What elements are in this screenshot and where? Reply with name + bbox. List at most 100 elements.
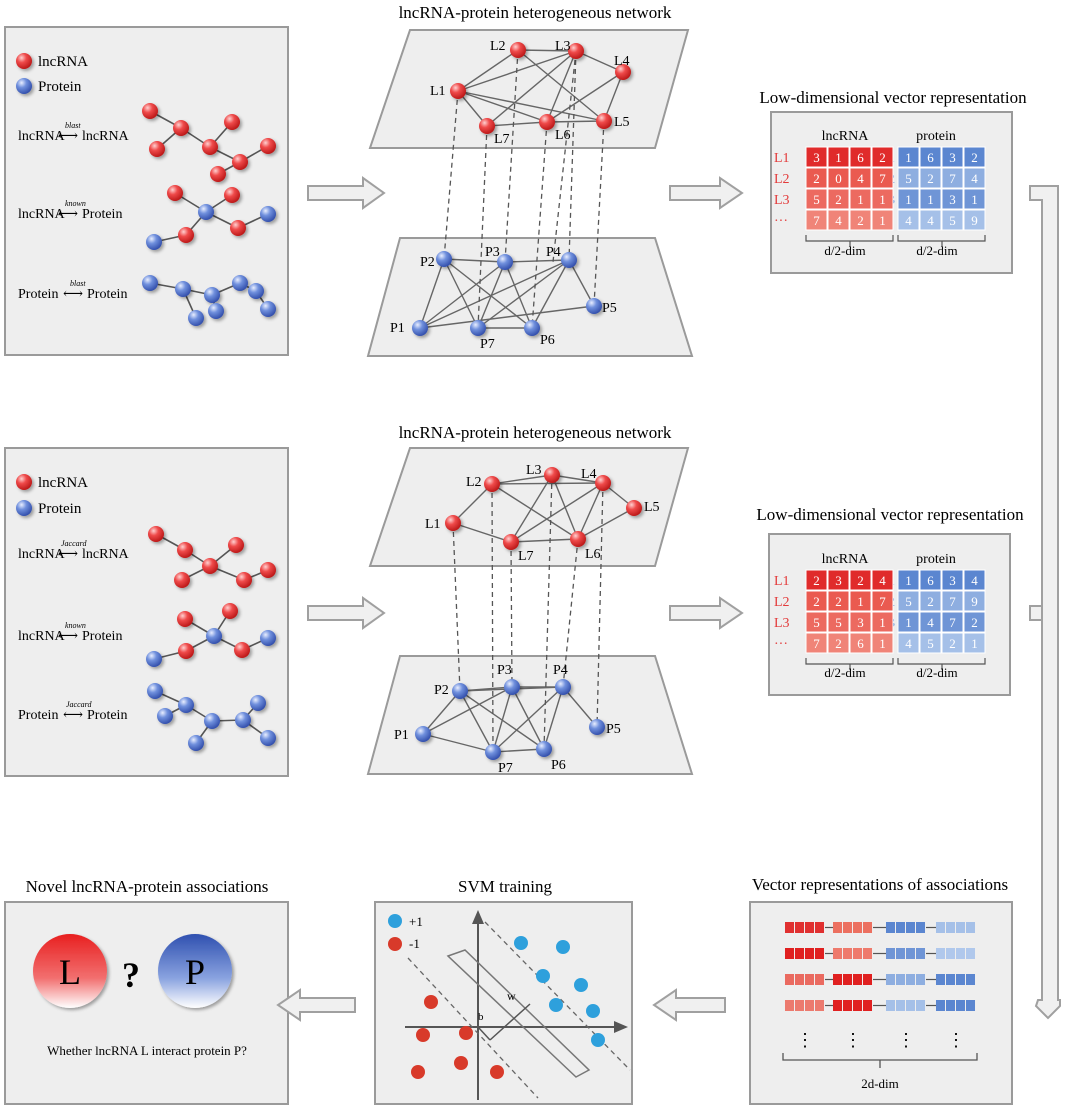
matrix-cell-value-protein: 1 [927, 192, 934, 207]
assoc-vector-cell [946, 922, 955, 933]
lncrna-plane-1 [368, 29, 690, 149]
matrix-cell-lncrna [827, 590, 850, 612]
dim-label-1b: d/2-dim [916, 243, 957, 258]
matrix-cell-value-lncrna: 7 [879, 171, 886, 186]
node-label-p2-2: P2 [434, 683, 449, 698]
dim-label-2a: d/2-dim [824, 665, 865, 680]
matrix-cell-protein [919, 209, 942, 231]
assoc-vector-cell [805, 974, 814, 985]
relation-1-sup: blast [65, 121, 81, 130]
matrix-cell-protein [941, 569, 964, 591]
matrix-cell-value-protein: 3 [949, 150, 956, 165]
big-protein-label: P [185, 952, 205, 992]
assoc-vector-cell [946, 974, 955, 985]
assoc-vector-cell [843, 948, 852, 959]
assoc-vector-cell [795, 948, 804, 959]
legend-lncrna-node [16, 53, 32, 69]
relation-6-sup: Jaccard [66, 700, 92, 709]
vector-title-2: Low-dimensional vector representation [756, 505, 1024, 524]
assoc-vector-cell [795, 922, 804, 933]
matrix-cell-protein [897, 167, 920, 189]
matrix-cell-value-protein: 7 [949, 615, 956, 630]
assoc-vector-cell [956, 922, 965, 933]
legend-protein-label: Protein [38, 79, 82, 95]
matrix-cell-protein [897, 188, 920, 210]
matrix-cell-value-protein: 3 [949, 192, 956, 207]
relation-6-arrow: ⟷ [63, 708, 83, 723]
matrix-group-2: L1P121362344L2P225221779L3P351543712····… [774, 569, 986, 670]
node-label-p2: P2 [420, 255, 435, 270]
assoc-vector-cell [805, 1000, 814, 1011]
svm-margins [407, 921, 631, 1099]
matrix-cell-protein [941, 590, 964, 612]
matrix-cell-value-protein: 5 [905, 594, 912, 609]
matrix-cell-lncrna [871, 569, 894, 591]
node-label-p7: P7 [480, 337, 495, 352]
matrix-cell-lncrna [827, 188, 850, 210]
matrix-cell-value-protein: 4 [905, 636, 912, 651]
matrix-cell-lncrna [849, 590, 872, 612]
matrix-cell-lncrna [849, 569, 872, 591]
lncrna-nodes-2 [445, 467, 642, 550]
assoc-vector-cell [906, 1000, 915, 1011]
assoc-vector-cell [936, 948, 945, 959]
matrix-cell-protein [941, 209, 964, 231]
assoc-vector-cell [966, 974, 975, 985]
assoc-vector-cell [833, 1000, 842, 1011]
protein-plane-1 [366, 237, 694, 357]
relation-3-left: Protein [18, 287, 58, 302]
assoc-brace [782, 1053, 978, 1068]
assoc-dots-2: ⋮ [844, 1030, 862, 1050]
assoc-vector-cell [785, 922, 794, 933]
network-edges-l-2 [452, 474, 635, 543]
svm-legend-minus-label: -1 [409, 936, 420, 951]
assoc-vector-cell [946, 948, 955, 959]
assoc-vector-cell [916, 1000, 925, 1011]
assoc-vector-cell [916, 922, 925, 933]
assoc-vector-cell [863, 922, 872, 933]
matrix-row-label-lncrna: L3 [774, 193, 790, 208]
node-label-l6-2: L6 [585, 547, 601, 562]
assoc-vector-cell [863, 974, 872, 985]
matrix-row-label-lncrna: L2 [774, 172, 790, 187]
matrix-cell-value-protein: 6 [927, 150, 934, 165]
matrix-cell-value-protein: 2 [971, 615, 978, 630]
matrix-brace-protein [897, 658, 986, 670]
matrix-cell-value-lncrna: 2 [835, 636, 842, 651]
relation-1-right: lncRNA [82, 129, 130, 144]
node-label-l1: L1 [430, 84, 446, 99]
matrix-cell-value-protein: 4 [927, 213, 934, 228]
merge-connector-arrow [1029, 185, 1061, 1020]
network-lncrna-protein-1-nodes [146, 185, 276, 250]
legend-lncrna-label: lncRNA [38, 54, 88, 70]
matrix-cell-lncrna [871, 188, 894, 210]
matrix-cell-lncrna [805, 146, 828, 168]
relation-1-left: lncRNA [18, 129, 66, 144]
matrix-cell-lncrna [849, 188, 872, 210]
novel-panel [4, 901, 289, 1105]
node-label-l2-2: L2 [466, 475, 482, 490]
assoc-vector-cell [853, 1000, 862, 1011]
assoc-vector-cell [936, 974, 945, 985]
assoc-vector-cell [815, 974, 824, 985]
matrix-cell-value-lncrna: 5 [813, 615, 820, 630]
matrix-cell-value-lncrna: 7 [813, 213, 820, 228]
assoc-vector-cell [936, 922, 945, 933]
assoc-vector-cell [956, 1000, 965, 1011]
assoc-vector-cell [863, 948, 872, 959]
network-title-1: lncRNA-protein heterogeneous network [399, 3, 672, 22]
matrix-cell-lncrna [871, 209, 894, 231]
matrix-cell-lncrna [871, 146, 894, 168]
matrix-protein-title-2: protein [916, 552, 956, 567]
matrix-cell-value-lncrna: 2 [879, 150, 886, 165]
assoc-vector-cell [815, 922, 824, 933]
assoc-vector-cell [795, 974, 804, 985]
matrix-lncrna-title-2: lncRNA [822, 552, 870, 567]
matrix-cell-protein [919, 167, 942, 189]
node-label-l7-2: L7 [518, 549, 534, 564]
assoc-vector-cell [966, 948, 975, 959]
network-title-2: lncRNA-protein heterogeneous network [399, 423, 672, 442]
node-label-l6: L6 [555, 128, 571, 143]
matrix-cell-lncrna [805, 188, 828, 210]
